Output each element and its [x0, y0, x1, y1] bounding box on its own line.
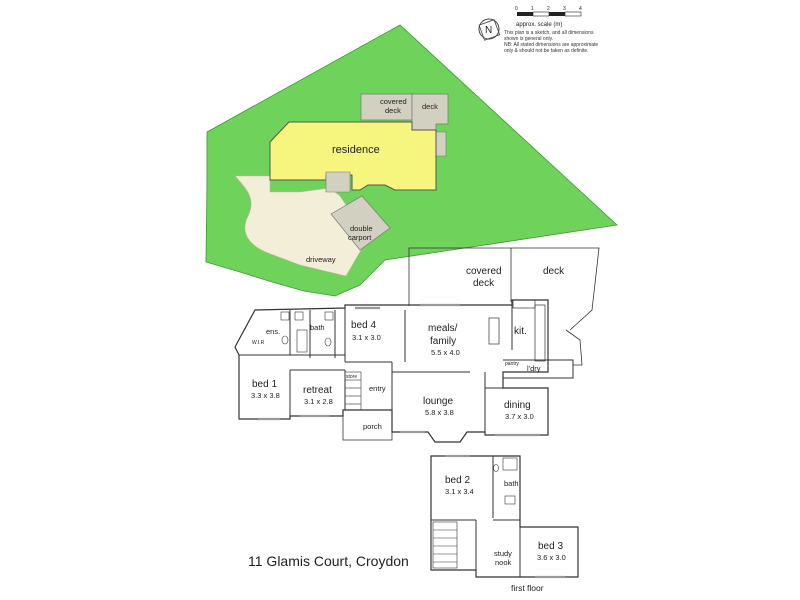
site-carport-label-1: double — [350, 224, 373, 233]
bed3-dim: 3.6 x 3.0 — [537, 553, 566, 562]
bed2-label: bed 2 — [445, 475, 470, 486]
ground-floor — [234, 247, 600, 443]
covered-deck-label-1: covered — [466, 266, 502, 277]
disclaimer-line-2: NB: All stated dimensions are approximat… — [504, 42, 599, 54]
first-floor-fixtures — [493, 457, 518, 505]
dining-dim: 3.7 x 3.0 — [505, 412, 534, 421]
first-floor-labels: bed 2 3.1 x 3.4 bath bed 3 3.6 x 3.0 stu… — [445, 475, 566, 593]
first-floor-walls — [431, 456, 521, 577]
bed4-dim: 3.1 x 3.0 — [352, 333, 381, 342]
scale-bar: 0 1 2 3 4 approx. scale (m) — [515, 6, 582, 28]
bath-label: bath — [310, 323, 325, 332]
bed2-dim: 3.1 x 3.4 — [445, 487, 474, 496]
wir-label: W.I.R — [252, 340, 265, 346]
steps-site — [435, 131, 447, 157]
lounge-dim: 5.8 x 3.8 — [425, 408, 454, 417]
deck-label: deck — [543, 266, 565, 277]
scale-label: approx. scale (m) — [516, 22, 562, 28]
ff-bath-label: bath — [504, 479, 519, 488]
north-compass-icon: N — [478, 18, 501, 41]
porch-label: porch — [363, 422, 382, 431]
stairs — [344, 371, 362, 411]
ground-floor-labels: covered deck deck ens. bath W.I.R bed 4 … — [251, 266, 565, 431]
study-label-1: study — [494, 549, 512, 558]
scale-tick-2: 2 — [547, 6, 550, 12]
scale-tick-4: 4 — [579, 6, 582, 12]
property-address: 11 Glamis Court, Croydon — [248, 553, 409, 569]
bed1-dim: 3.3 x 3.8 — [251, 391, 280, 400]
residence-footprint — [269, 121, 437, 191]
laundry-outline — [503, 359, 574, 379]
windows — [258, 303, 540, 437]
bed3-label: bed 3 — [538, 541, 563, 552]
meals-dim: 5.5 x 4.0 — [431, 348, 460, 357]
pantry-label: pantry — [505, 361, 519, 367]
study-label-2: nook — [495, 558, 512, 567]
site-covered-deck-label-2: deck — [385, 106, 401, 115]
lounge-label: lounge — [423, 396, 453, 407]
carport-site — [330, 195, 391, 251]
first-floor-label: first floor — [511, 583, 544, 593]
site-plan: residence covered deck deck double carpo… — [205, 24, 618, 297]
disclaimer-note: This plan is a sketch, and all dimension… — [504, 30, 599, 54]
meals-label-1: meals/ — [428, 323, 458, 334]
ensuite-label: ens. — [266, 327, 280, 336]
entry-label: entry — [369, 384, 386, 393]
covered-deck-label-2: deck — [473, 278, 495, 289]
site-carport-label-2: carport — [348, 233, 372, 242]
site-driveway-label: driveway — [306, 255, 336, 264]
residence-label: residence — [332, 144, 380, 156]
ramp-outline — [565, 329, 583, 366]
compass-letter: N — [485, 25, 492, 36]
site-covered-deck-label-1: covered — [380, 97, 407, 106]
scale-tick-1: 1 — [531, 6, 534, 12]
site-deck-label: deck — [422, 102, 438, 111]
rear-deck-outline — [408, 247, 600, 331]
kitchen-benches — [488, 299, 546, 362]
entry-site — [325, 171, 351, 193]
laundry-label: l'dry — [527, 364, 541, 373]
porch-outline — [342, 416, 393, 441]
kitchen-label: kit. — [514, 326, 527, 337]
first-floor-windows — [445, 454, 565, 579]
bathroom-fixtures — [280, 311, 334, 353]
first-floor-stairs — [432, 521, 458, 569]
dining-label: dining — [504, 400, 531, 411]
scale-tick-0: 0 — [515, 6, 518, 12]
store-label: store — [346, 374, 357, 380]
disclaimer-line-1: This plan is a sketch, and all dimension… — [504, 30, 594, 42]
bed1-label: bed 1 — [252, 379, 277, 390]
first-floor — [430, 454, 579, 579]
retreat-dim: 3.1 x 2.8 — [304, 397, 333, 406]
meals-label-2: family — [430, 336, 456, 347]
driveway-area — [234, 175, 369, 277]
bed4-label: bed 4 — [351, 320, 376, 331]
scale-tick-3: 3 — [563, 6, 566, 12]
retreat-label: retreat — [303, 385, 332, 396]
first-floor-outline — [430, 455, 579, 578]
